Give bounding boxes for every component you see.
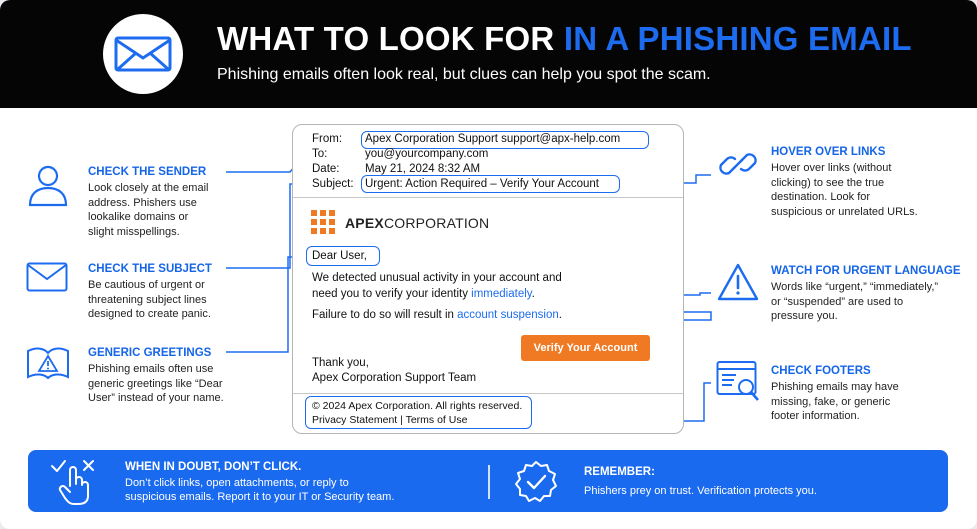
from-label: From: — [312, 133, 343, 145]
tip-body: Phishing emails may have missing, fake, … — [771, 380, 899, 424]
signoff-line-1: Thank you, — [312, 357, 369, 369]
bottom-left-body-1: Don’t click links, open attachments, or … — [125, 477, 349, 489]
envelope-logo — [103, 14, 183, 94]
tip-body: Hover over links (without clicking) to s… — [771, 161, 918, 219]
tip-heading: WATCH FOR URGENT LANGUAGE — [771, 265, 961, 277]
user-icon — [28, 165, 68, 207]
email-footer-divider — [293, 393, 683, 394]
verified-badge-icon — [515, 461, 557, 502]
document-search-icon — [716, 361, 759, 401]
verify-account-button[interactable]: Verify Your Account — [521, 335, 650, 361]
body-line-3: Failure to do so will result in account … — [312, 308, 562, 323]
title-part-1: WHAT TO LOOK FOR — [217, 20, 555, 57]
tip-line: clicking) to see the true — [771, 176, 885, 189]
tip-heading: HOVER OVER LINKS — [771, 146, 886, 158]
body-line-2: need you to verify your identity immedia… — [312, 287, 535, 302]
greeting-highlight — [306, 246, 380, 266]
link-immediately[interactable]: immediately — [471, 288, 532, 300]
body-text: . — [531, 288, 535, 300]
bottom-left-heading: WHEN IN DOUBT, DON’T CLICK. — [125, 461, 302, 473]
tip-heading: CHECK THE SUBJECT — [88, 263, 212, 275]
tip-line: suspicious or unrelated URLs. — [771, 205, 918, 218]
page-subtitle: Phishing emails often look real, but clu… — [217, 66, 711, 83]
date-label: Date: — [312, 163, 340, 175]
from-value: Apex Corporation Support support@apx-hel… — [365, 133, 621, 145]
tip-line: or “suspended” are used to — [771, 295, 904, 308]
bottom-separator — [488, 465, 490, 499]
tip-heading: CHECK FOOTERS — [771, 365, 871, 377]
brand-rest: CORPORATION — [383, 215, 490, 231]
link-account-suspension[interactable]: account suspension — [457, 309, 559, 321]
footer-links[interactable]: Privacy Statement | Terms of Use — [312, 414, 468, 426]
to-label: To: — [312, 148, 328, 160]
tip-line: Be cautious of urgent or — [88, 279, 205, 291]
tip-check-sender: CHECK THE SENDER Look closely at the ema… — [88, 166, 208, 239]
title-part-2-highlight: IN A PHISHING EMAIL — [563, 20, 912, 57]
body-text: . — [558, 309, 562, 321]
greeting: Dear User, — [312, 250, 367, 262]
date-value: May 21, 2024 8:32 AM — [365, 163, 481, 175]
tip-line: destination. Look for — [771, 191, 871, 203]
link-icon — [719, 153, 757, 175]
page-title: WHAT TO LOOK FOR IN A PHISHING EMAIL — [217, 20, 912, 58]
tip-line: Phishing emails often use — [88, 363, 214, 375]
tip-hover-links: HOVER OVER LINKS Hover over links (witho… — [771, 146, 918, 219]
email-header-divider — [293, 197, 683, 198]
envelope-icon — [114, 36, 172, 72]
tip-check-subject: CHECK THE SUBJECT Be cautious of urgent … — [88, 263, 212, 322]
tip-line: slight misspellings. — [88, 225, 180, 238]
tip-heading: CHECK THE SENDER — [88, 166, 207, 178]
tip-line: Look closely at the email — [88, 182, 209, 194]
body-text: need you to verify your identity — [312, 288, 472, 300]
tip-line: generic greetings like “Dear — [88, 377, 223, 390]
bottom-right-heading: REMEMBER: — [584, 466, 655, 478]
tip-line: designed to create panic. — [88, 308, 211, 320]
subject-highlight — [361, 175, 620, 193]
bottom-right-body: Phishers prey on trust. Verification pro… — [584, 485, 817, 497]
open-book-warning-icon — [27, 347, 69, 380]
footer-highlight — [305, 396, 532, 429]
apex-logo-icon — [311, 210, 335, 234]
envelope-icon — [26, 262, 68, 292]
to-value: you@yourcompany.com — [365, 148, 489, 160]
from-highlight — [361, 131, 649, 149]
hand-tap-icon — [51, 460, 94, 505]
tip-line: address. Phishers use — [88, 196, 197, 209]
tip-heading: GENERIC GREETINGS — [88, 347, 212, 359]
brand-bold: APEX — [345, 215, 384, 231]
tip-body: Words like “urgent,” “immediately,” or “… — [771, 280, 961, 324]
warning-triangle-icon — [717, 263, 759, 301]
tip-line: threatening subject lines — [88, 293, 207, 306]
tip-line: lookalike domains or — [88, 211, 189, 223]
header-banner: WHAT TO LOOK FOR IN A PHISHING EMAIL Phi… — [0, 0, 977, 108]
tip-line: missing, fake, or generic — [771, 395, 891, 408]
brand-name: APEXCORPORATION — [345, 215, 489, 231]
body-line-1: We detected unusual activity in your acc… — [312, 272, 562, 284]
tip-check-footers: CHECK FOOTERS Phishing emails may have m… — [771, 365, 899, 424]
body-text: Failure to do so will result in — [312, 309, 458, 321]
tip-line: pressure you. — [771, 310, 838, 322]
tip-generic-greetings: GENERIC GREETINGS Phishing emails often … — [88, 347, 224, 406]
tip-body: Phishing emails often use generic greeti… — [88, 362, 224, 406]
subject-value: Urgent: Action Required – Verify Your Ac… — [365, 178, 599, 190]
bottom-left-body-2: suspicious emails. Report it to your IT … — [125, 491, 395, 503]
footer-copyright: © 2024 Apex Corporation. All rights rese… — [312, 400, 523, 412]
tip-line: Words like “urgent,” “immediately,” — [771, 281, 939, 293]
subject-label: Subject: — [312, 178, 354, 190]
tip-line: Phishing emails may have — [771, 381, 899, 393]
tip-line: footer information. — [771, 410, 860, 422]
tip-body: Be cautious of urgent or threatening sub… — [88, 278, 212, 322]
tip-line: User” instead of your name. — [88, 392, 224, 404]
signoff-line-2: Apex Corporation Support Team — [312, 372, 477, 384]
tip-line: Hover over links (without — [771, 162, 892, 174]
tip-urgent-language: WATCH FOR URGENT LANGUAGE Words like “ur… — [771, 265, 961, 324]
tip-body: Look closely at the email address. Phish… — [88, 181, 208, 239]
